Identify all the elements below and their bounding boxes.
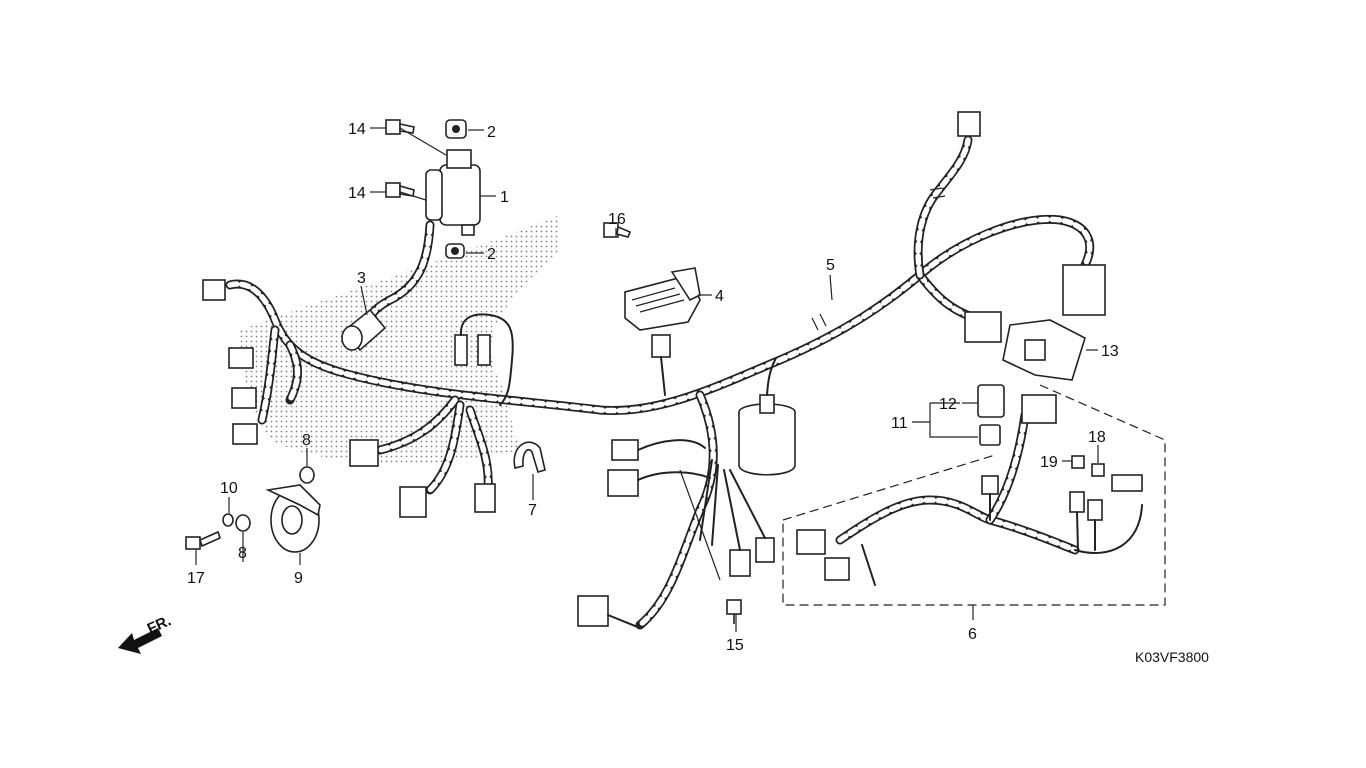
ignition-coil: [363, 149, 481, 327]
relay-12: [977, 384, 1005, 418]
callout-12: 12: [939, 396, 957, 413]
washer-10: [222, 513, 234, 527]
bolt-17: [185, 530, 221, 550]
callout-5: 5: [826, 257, 835, 274]
callout-8-lower: 8: [238, 545, 247, 562]
fuse-18: [1091, 463, 1105, 477]
bolt-16: [603, 222, 632, 238]
callout-14-lower: 14: [348, 185, 366, 202]
horn: [265, 484, 321, 553]
front-direction-arrow: FR.: [118, 612, 174, 654]
callout-19: 19: [1040, 454, 1058, 471]
relay-small: [979, 424, 1001, 446]
callout-18: 18: [1088, 429, 1106, 446]
direction-label: FR.: [145, 612, 174, 637]
callout-3: 3: [357, 270, 366, 287]
callout-13: 13: [1101, 343, 1119, 360]
callouts: 1 2 2 3 4 5 6 7 8 8 9 10 11 12 13 14 14 …: [187, 121, 1119, 654]
left-connectors: [202, 279, 775, 629]
control-unit: [957, 111, 1106, 381]
callout-17: 17: [187, 570, 205, 587]
callout-8-upper: 8: [302, 432, 311, 449]
washer-8-upper: [299, 466, 315, 484]
harness-clip: [513, 441, 546, 473]
fuse-19: [1071, 455, 1085, 469]
callout-9: 9: [294, 570, 303, 587]
sub-harness-outline: [782, 384, 1166, 606]
nut-upper: [445, 119, 467, 139]
callout-16: 16: [608, 211, 626, 228]
callout-11: 11: [891, 415, 908, 432]
spark-plug-cap: [341, 308, 387, 352]
sub-harness: [796, 394, 1143, 586]
callout-14-upper: 14: [348, 121, 366, 138]
regulator-rectifier: [624, 267, 701, 331]
callout-7: 7: [528, 502, 537, 519]
callout-6: 6: [968, 626, 977, 643]
diagram-code: K03VF3800: [1135, 649, 1209, 665]
callout-10: 10: [220, 480, 238, 497]
nut-lower: [445, 243, 465, 259]
callout-2-lower: 2: [487, 246, 496, 263]
bolt-15: [726, 599, 742, 624]
washer-8-lower: [235, 514, 251, 532]
leader-lines: [195, 127, 1099, 632]
condenser: [738, 359, 796, 476]
callout-15: 15: [726, 637, 744, 654]
callout-1: 1: [500, 189, 509, 206]
frame-shading: [240, 215, 560, 464]
callout-2-upper: 2: [487, 124, 496, 141]
bolt-14-upper: [385, 119, 415, 135]
callout-4: 4: [715, 288, 724, 305]
